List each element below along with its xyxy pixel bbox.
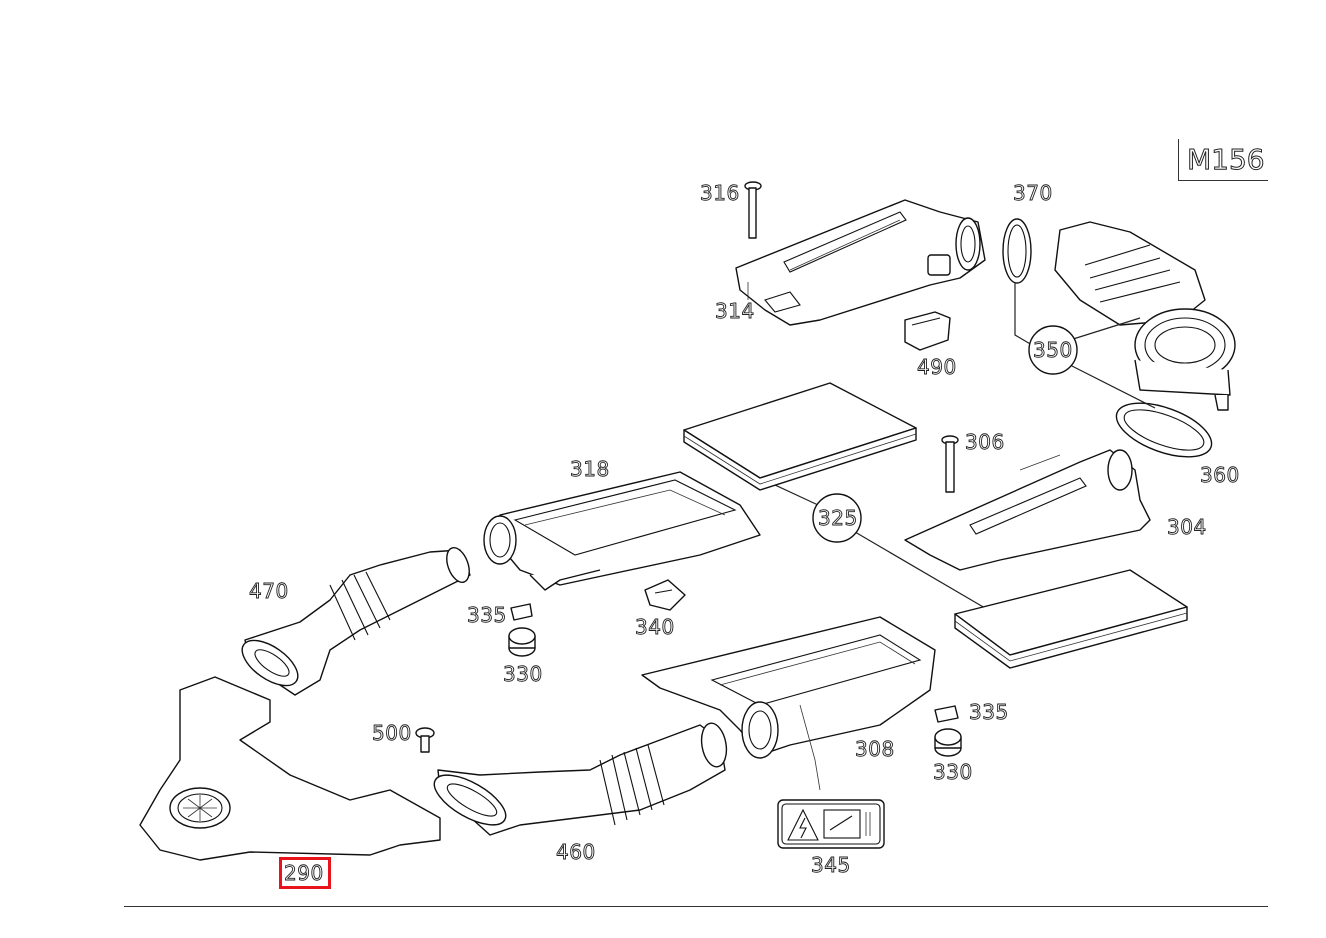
callout-circle-325 [812,493,862,543]
callout-label-460[interactable]: 460 [556,840,596,865]
callout-label-330-upper[interactable]: 330 [503,662,543,687]
seal-360[interactable] [1109,392,1218,468]
wrench-icon [829,815,853,831]
filter-element-lower[interactable] [954,569,1188,669]
warning-label-345[interactable] [777,799,885,849]
callout-label-470[interactable]: 470 [249,579,289,604]
intake-duct-350[interactable] [1054,221,1236,411]
seal-370[interactable] [1002,218,1032,284]
bushing-330-lower[interactable] [934,728,962,757]
screw-500[interactable] [415,727,435,753]
callout-label-318[interactable]: 318 [570,457,610,482]
clip-335-upper[interactable] [510,603,533,621]
filter-housing-308[interactable] [641,616,936,791]
callout-label-308[interactable]: 308 [855,737,895,762]
filter-element-upper[interactable] [683,382,917,491]
callout-label-330-lower[interactable]: 330 [933,760,973,785]
callout-label-345[interactable]: 345 [811,853,851,878]
bushing-330-upper[interactable] [508,627,536,657]
callout-label-370[interactable]: 370 [1013,181,1053,206]
callout-label-335-lower[interactable]: 335 [969,700,1009,725]
callout-label-360[interactable]: 360 [1200,463,1240,488]
filter-housing-318[interactable] [483,471,761,591]
intake-hose-460[interactable] [427,721,730,836]
intake-hose-470[interactable] [235,545,474,696]
engine-code: M156 [1187,143,1266,177]
callout-circle-350 [1028,325,1078,375]
clip-335-lower[interactable] [934,705,959,723]
callout-label-304[interactable]: 304 [1167,515,1207,540]
bolt-316[interactable] [744,181,762,300]
manual-book-icon [823,809,861,839]
engine-code-box: M156 [1178,139,1268,181]
electric-hazard-icon [787,808,819,841]
callout-label-290[interactable]: 290 [284,861,324,886]
callout-label-350[interactable]: 350 [1033,338,1073,363]
bottom-rule [124,906,1268,907]
callout-label-306[interactable]: 306 [965,430,1005,455]
filter-housing-cover-upper[interactable] [735,199,986,326]
callout-label-490[interactable]: 490 [917,355,957,380]
callout-label-340[interactable]: 340 [635,615,675,640]
bracket-340[interactable] [644,579,686,611]
lightning-bolt-icon [799,817,807,839]
callout-label-314[interactable]: 314 [715,299,755,324]
callout-highlight-290 [279,857,331,889]
callout-label-500[interactable]: 500 [372,721,412,746]
callout-label-316[interactable]: 316 [700,181,740,206]
part-490[interactable] [904,311,951,351]
callout-label-335-upper[interactable]: 335 [467,603,507,628]
callout-label-325[interactable]: 325 [818,506,858,531]
filter-housing-cover-lower[interactable] [904,449,1151,571]
air-guide-290[interactable] [139,676,441,861]
